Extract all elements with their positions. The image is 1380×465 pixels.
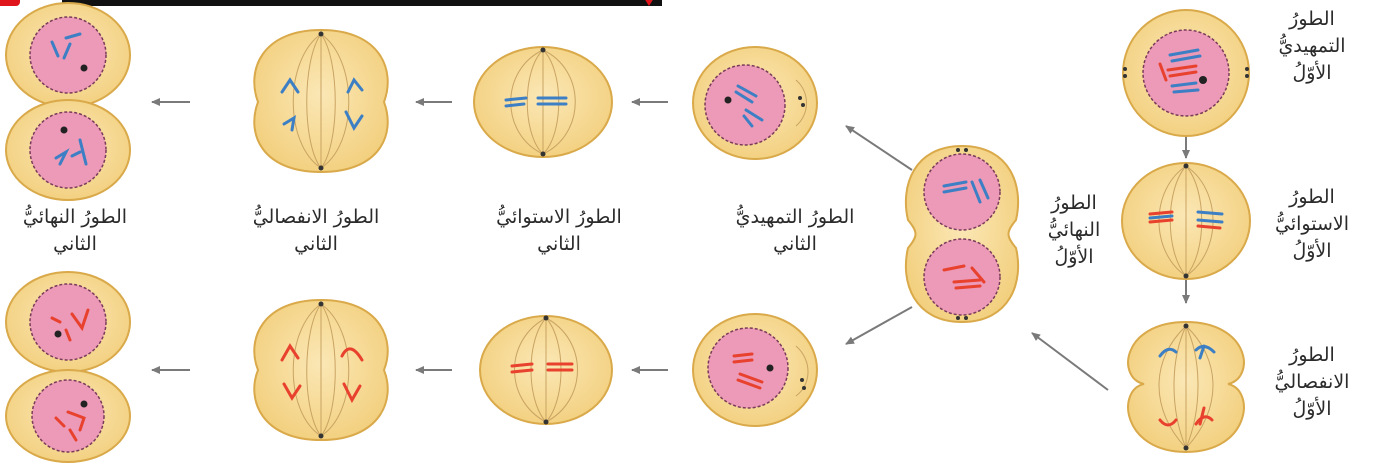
cell-telophase-2-1 bbox=[6, 3, 130, 107]
cell-telophase-1 bbox=[906, 146, 1018, 322]
nucleus-bottom bbox=[924, 239, 1000, 315]
label-line: الثاني bbox=[206, 231, 426, 258]
cell-metaphase-2-bottom bbox=[480, 316, 612, 425]
label-line: الأوّلُ bbox=[1246, 60, 1378, 87]
pole-bottom bbox=[1184, 274, 1189, 279]
nucleolus bbox=[1199, 76, 1207, 84]
cell-metaphase-2-top bbox=[474, 47, 612, 157]
arrow-telophase1-to-prophase2-bottom bbox=[846, 307, 912, 344]
label-line: الثاني bbox=[690, 231, 900, 258]
arrow-anaphase1-to-telophase1 bbox=[1032, 333, 1108, 390]
label-line: النهائيُّ bbox=[1018, 217, 1130, 244]
cell-anaphase-1 bbox=[1128, 322, 1244, 452]
label-line: الطورُ bbox=[1018, 190, 1130, 217]
label-line: الانفصاليُّ bbox=[1246, 369, 1378, 396]
label-line: الثاني bbox=[454, 231, 664, 258]
label-line: الطورُ bbox=[1246, 342, 1378, 369]
label-anaphase-1: الطورُ الانفصاليُّ الأوّلُ bbox=[1246, 342, 1378, 423]
label-telophase-1: الطورُ النهائيُّ الأوّلُ bbox=[1018, 190, 1130, 271]
label-line: الأوّلُ bbox=[1246, 396, 1378, 423]
cell-telophase-2-3 bbox=[6, 272, 130, 372]
label-metaphase-1: الطورُ الاستوائيُّ الأوّلُ bbox=[1246, 184, 1378, 265]
arrow-telophase1-to-prophase2-top bbox=[846, 126, 912, 170]
pole-top bbox=[1184, 164, 1189, 169]
label-line: الطورُ الانفصاليُّ bbox=[206, 204, 426, 231]
cell-prophase-1 bbox=[1123, 10, 1249, 136]
cell-anaphase-2-top bbox=[254, 30, 387, 172]
label-telophase-2: الطورُ النهائيُّ الثاني bbox=[0, 204, 150, 258]
cell-prophase-2-top bbox=[693, 47, 817, 159]
label-line: الطورُ bbox=[1246, 6, 1378, 33]
label-line: الطورُ bbox=[1246, 184, 1378, 211]
label-prophase-1: الطورُ التمهيديُّ الأوّلُ bbox=[1246, 6, 1378, 87]
label-line: الاستوائيُّ bbox=[1246, 211, 1378, 238]
label-prophase-2: الطورُ التمهيديُّ الثاني bbox=[690, 204, 900, 258]
label-line: الأوّلُ bbox=[1246, 238, 1378, 265]
cell-anaphase-2-bottom bbox=[254, 300, 387, 440]
label-line: الطورُ الاستوائيُّ bbox=[454, 204, 664, 231]
pole-top bbox=[1184, 324, 1189, 329]
label-metaphase-2: الطورُ الاستوائيُّ الثاني bbox=[454, 204, 664, 258]
label-line: الثاني bbox=[0, 231, 150, 258]
nucleus-top bbox=[924, 154, 1000, 230]
label-line: الطورُ التمهيديُّ bbox=[690, 204, 900, 231]
cell-prophase-2-bottom bbox=[693, 314, 817, 426]
label-line: التمهيديُّ bbox=[1246, 33, 1378, 60]
cell-telophase-2-4 bbox=[6, 370, 130, 462]
label-line: الأوّلُ bbox=[1018, 244, 1130, 271]
label-anaphase-2: الطورُ الانفصاليُّ الثاني bbox=[206, 204, 426, 258]
label-line: الطورُ النهائيُّ bbox=[0, 204, 150, 231]
pole-bottom bbox=[1184, 446, 1189, 451]
cell-telophase-2-2 bbox=[6, 100, 130, 200]
cell-metaphase-1 bbox=[1122, 163, 1250, 279]
